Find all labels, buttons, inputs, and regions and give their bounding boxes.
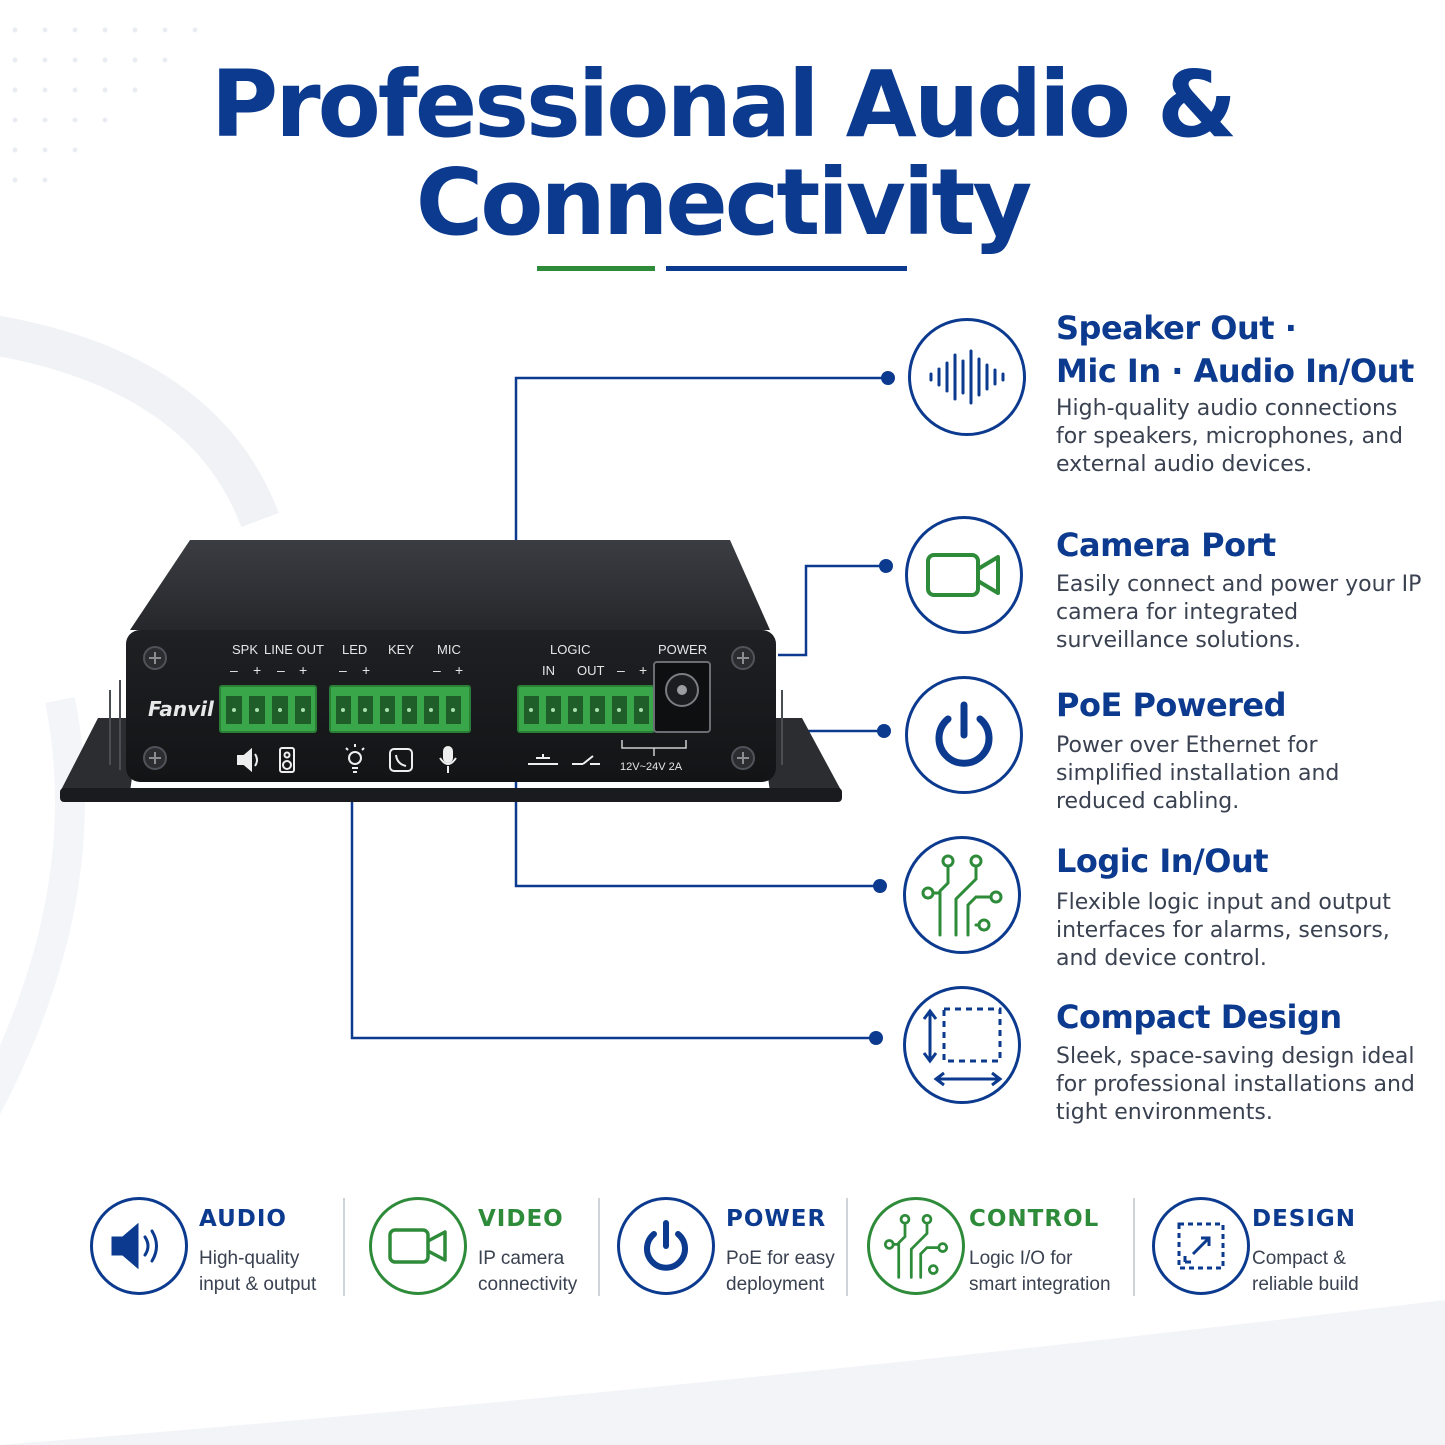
strip-desc-video: IP camera connectivity — [478, 1246, 648, 1298]
strip-divider — [598, 1198, 600, 1296]
right-flange — [760, 718, 842, 792]
label-out: OUT — [577, 663, 605, 678]
device-illustration: Fanvil SPK LINE OUT LED KEY MIC LOGIC PO… — [60, 540, 842, 802]
speaker-volume-icon — [90, 1197, 188, 1295]
strip-desc-power: PoE for easy deployment — [726, 1246, 896, 1298]
phone-key-icon — [389, 748, 413, 772]
circuit-icon — [867, 1197, 965, 1295]
svg-text:+: + — [253, 662, 261, 678]
feature-title-compact: Compact Design — [1056, 998, 1342, 1036]
label-line-out: LINE OUT — [264, 642, 324, 657]
strip-desc-power-line-2: deployment — [726, 1274, 825, 1295]
strip-desc-power-line-1: PoE for easy — [726, 1248, 835, 1269]
strip-desc-control-line-2: smart integration — [969, 1274, 1111, 1295]
page-title-line-1: Professional Audio & — [210, 51, 1237, 158]
strip-title-design: DESIGN — [1252, 1206, 1357, 1232]
power-icon — [905, 676, 1023, 794]
switch-open-icon — [572, 755, 600, 765]
feature-desc-logic: Flexible logic input and output interfac… — [1056, 890, 1391, 971]
dc-power-jack — [653, 661, 711, 733]
strip-desc-design-line-2: reliable build — [1252, 1274, 1359, 1295]
strip-divider — [1133, 1198, 1135, 1296]
svg-text:–: – — [339, 662, 347, 678]
label-in: IN — [542, 663, 555, 678]
waveform-icon — [908, 318, 1026, 436]
background-arc — [0, 315, 279, 528]
video-camera-icon — [905, 516, 1023, 634]
expand-icon — [1152, 1197, 1250, 1295]
brand-logo: Fanvil — [148, 697, 215, 721]
strip-title-control: CONTROL — [969, 1206, 1100, 1232]
feature-desc-compact: Sleek, space-saving design ideal for pro… — [1056, 1044, 1415, 1125]
terminal-block-io — [329, 685, 471, 733]
feature-desc-audio: High-quality audio connections for speak… — [1056, 396, 1404, 477]
loudspeaker-icon — [279, 747, 295, 773]
label-voltage: 12V~24V 2A — [620, 761, 683, 773]
strip-title-power: POWER — [726, 1206, 827, 1232]
svg-text:–: – — [230, 662, 238, 678]
feature-title-audio-line-2: Mic In · Audio In/Out — [1056, 352, 1414, 390]
title-underline-green — [537, 266, 655, 271]
svg-text:–: – — [617, 662, 625, 678]
svg-text:+: + — [455, 662, 463, 678]
feature-desc-poe: Power over Ethernet for simplified insta… — [1056, 733, 1340, 814]
page-title-line-2: Connectivity — [415, 149, 1033, 256]
svg-text:–: – — [433, 662, 441, 678]
device-top — [130, 540, 770, 630]
feature-title-camera: Camera Port — [1056, 526, 1276, 564]
dot-grid — [12, 27, 198, 183]
feature-title-poe: PoE Powered — [1056, 686, 1287, 724]
strip-title-audio: AUDIO — [199, 1206, 287, 1232]
label-power: POWER — [658, 642, 707, 657]
speaker-icon — [237, 747, 258, 773]
label-led: LED — [342, 642, 367, 657]
microphone-icon — [439, 746, 457, 773]
label-spk: SPK — [232, 642, 258, 657]
strip-desc-control-line-1: Logic I/O for — [969, 1248, 1073, 1269]
feature-title-audio-line-1: Speaker Out · — [1056, 309, 1297, 347]
strip-desc-design: Compact & reliable build — [1252, 1246, 1422, 1298]
strip-desc-audio-line-2: input & output — [199, 1274, 317, 1295]
polarity-marks: –+–+ –+ –+ –+ — [230, 662, 647, 678]
switch-closed-icon — [528, 754, 558, 765]
strip-title-video: VIDEO — [478, 1206, 564, 1232]
strip-desc-video-line-2: connectivity — [478, 1274, 578, 1295]
label-key: KEY — [388, 642, 414, 657]
strip-desc-control: Logic I/O for smart integration — [969, 1246, 1139, 1298]
feature-title-logic: Logic In/Out — [1056, 842, 1269, 880]
video-camera-icon — [369, 1197, 467, 1295]
terminal-block-logic — [517, 685, 655, 733]
svg-text:+: + — [639, 662, 647, 678]
background-arc-left — [0, 697, 85, 1115]
terminal-block-audio — [219, 685, 317, 733]
bulb-icon — [345, 744, 365, 773]
strip-desc-audio: High-quality input & output — [199, 1246, 369, 1298]
label-logic: LOGIC — [550, 642, 590, 657]
power-icon — [617, 1197, 715, 1295]
svg-text:+: + — [299, 662, 307, 678]
feature-desc-camera: Easily connect and power your IP camera … — [1056, 572, 1422, 653]
strip-divider — [846, 1198, 848, 1296]
label-mic: MIC — [437, 642, 461, 657]
strip-desc-video-line-1: IP camera — [478, 1248, 565, 1269]
circuit-icon — [903, 836, 1021, 954]
strip-desc-design-line-1: Compact & — [1252, 1248, 1346, 1269]
svg-text:+: + — [362, 662, 370, 678]
strip-desc-audio-line-1: High-quality — [199, 1248, 300, 1269]
resize-frame-icon — [903, 986, 1021, 1104]
title-underline-blue — [666, 266, 907, 271]
svg-text:–: – — [277, 662, 285, 678]
background-wave — [0, 1300, 1445, 1445]
connector-endpoints — [869, 371, 895, 1045]
strip-divider — [343, 1198, 345, 1296]
